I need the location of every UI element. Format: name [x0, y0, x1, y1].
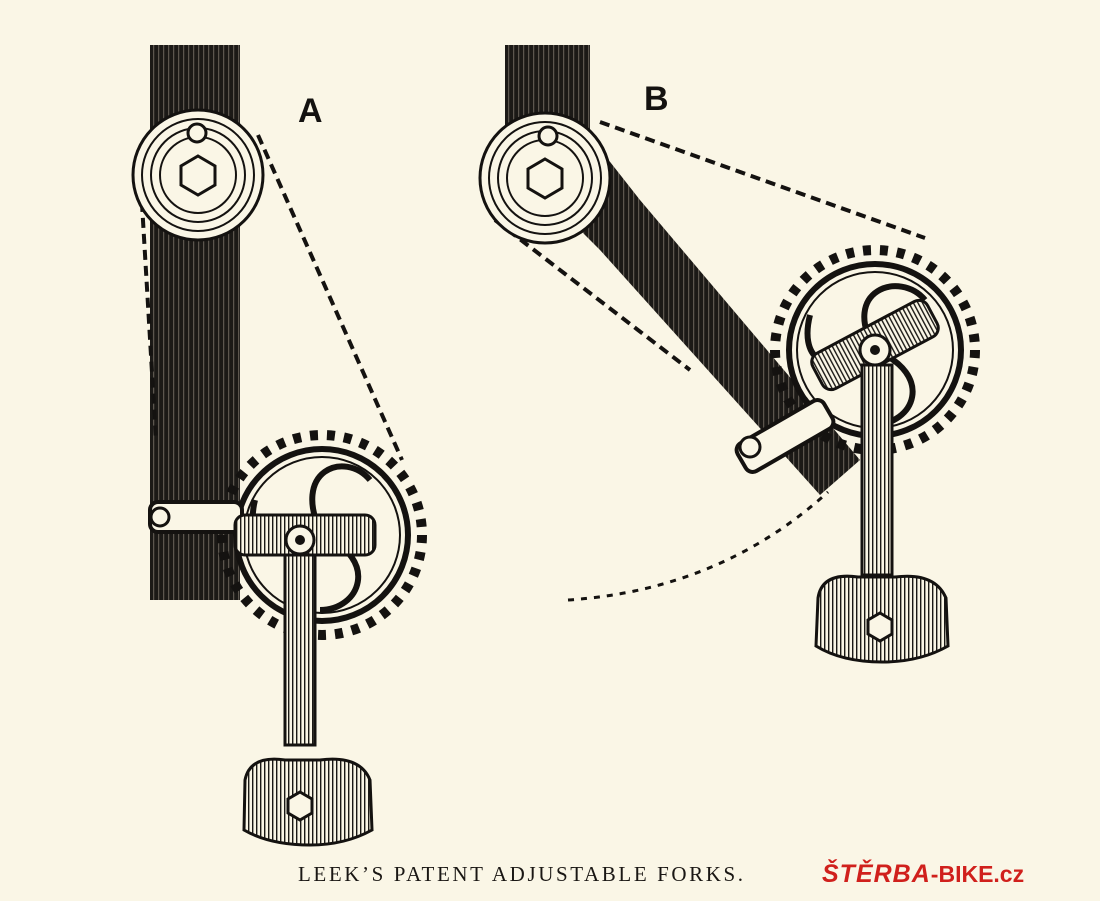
figure-a	[131, 45, 427, 847]
figure-caption: LEEK’S PATENT ADJUSTABLE FORKS.	[298, 862, 746, 886]
watermark-brand: ŠTĚRBA	[822, 860, 931, 888]
watermark-suffix: -BIKE.cz	[930, 861, 1025, 887]
crank-arm-b	[860, 363, 894, 577]
hub-disc-b	[478, 111, 612, 245]
dotted-arc-b	[567, 490, 830, 602]
figure-label-a: A	[298, 92, 323, 130]
watermark: ŠTĚRBA-BIKE.cz	[822, 860, 1024, 889]
figure-label-b: B	[644, 80, 669, 118]
hub-disc-a	[131, 108, 265, 242]
crank-arm-a	[283, 553, 317, 747]
fork-tube-b	[545, 130, 860, 495]
chain-a	[138, 134, 404, 461]
hex-nut-icon	[526, 157, 564, 200]
fork-clamp-b	[734, 398, 836, 474]
hex-nut-icon	[179, 154, 217, 197]
chain-b	[493, 120, 926, 372]
figure-b	[478, 45, 980, 664]
